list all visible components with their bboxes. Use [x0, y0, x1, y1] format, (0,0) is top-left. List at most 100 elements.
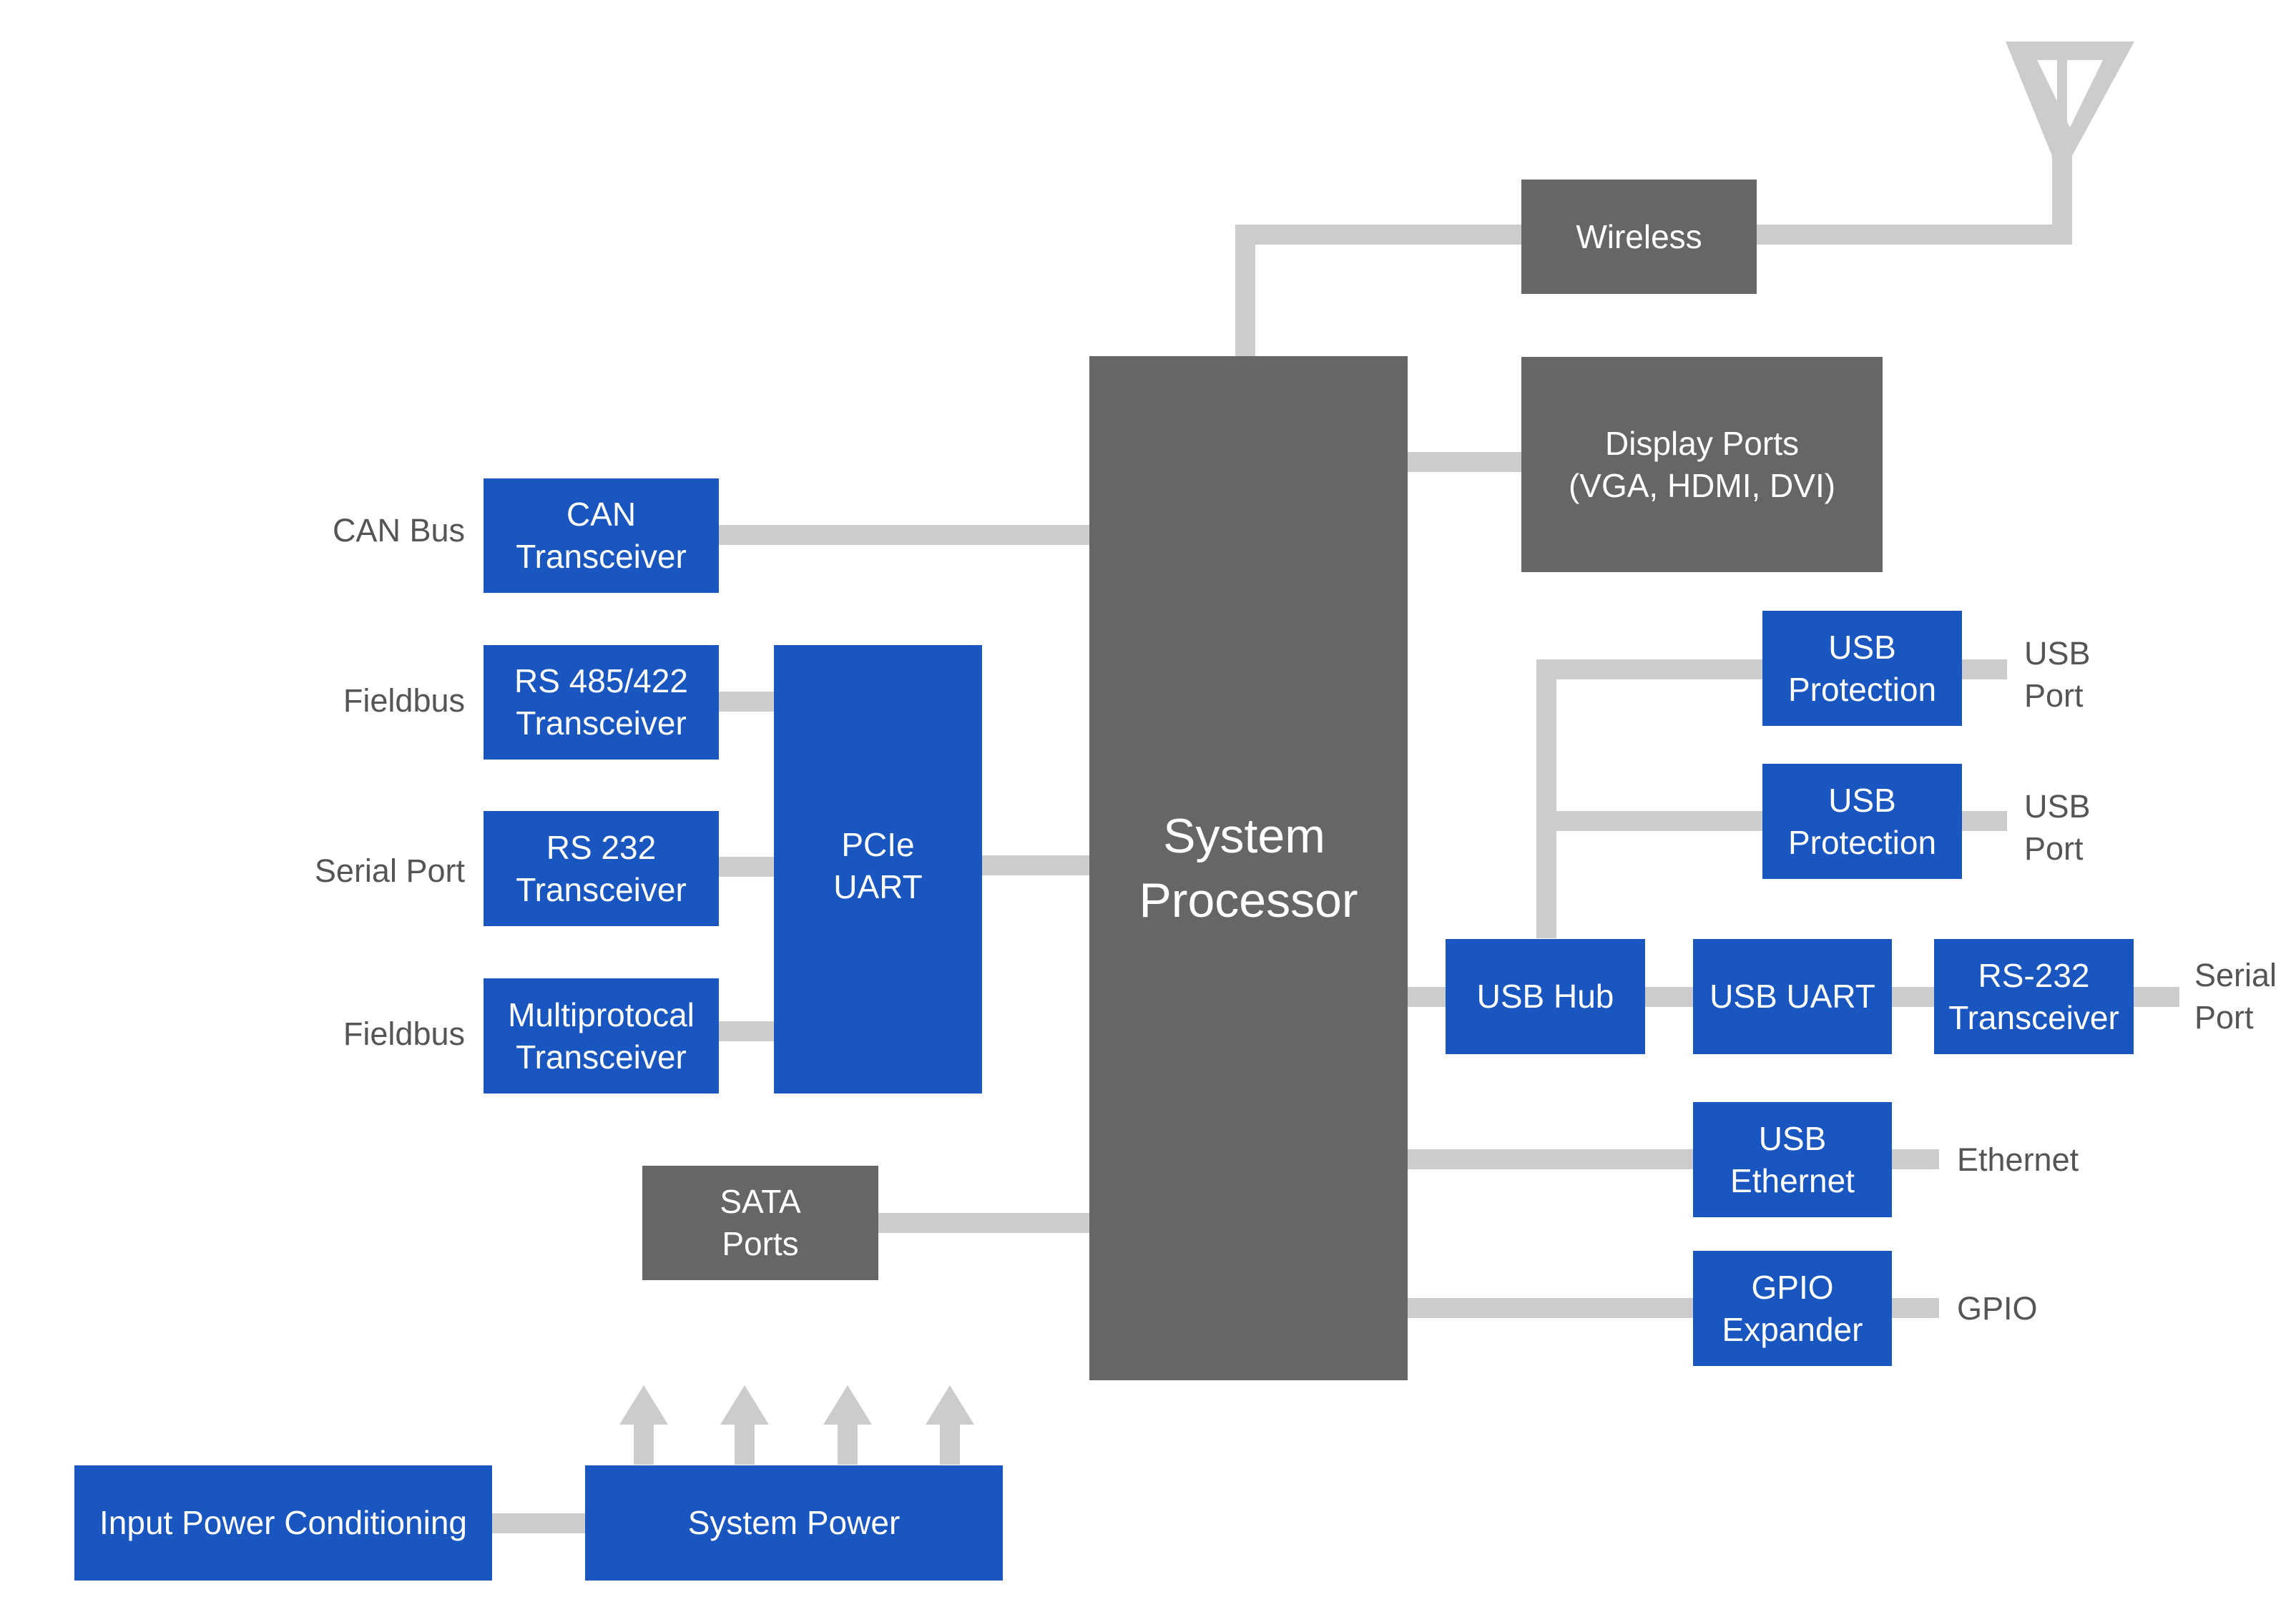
usb-port-2-line2: Port	[2024, 830, 2084, 867]
sata-ports-box: SATA Ports	[642, 1166, 878, 1280]
usb-uart-label: USB UART	[1709, 978, 1875, 1015]
can-line2: Transceiver	[516, 538, 687, 575]
system-power-box: System Power	[585, 1465, 1003, 1581]
connector-antenna-mast	[2052, 150, 2072, 245]
input-power-label: Input Power Conditioning	[99, 1504, 467, 1541]
fieldbus-label-2: Fieldbus	[257, 1013, 465, 1055]
serial-port-right-line1: Serial	[2194, 957, 2277, 993]
connector-usbuart-rs232	[1890, 987, 1934, 1007]
multi-line1: Multiprotocal	[508, 996, 695, 1033]
multi-line2: Transceiver	[516, 1038, 687, 1076]
usb-protection-box-2: USB Protection	[1762, 764, 1962, 879]
connector-usbprot2-usbport	[1960, 811, 2007, 831]
connector-processor-wireless-vertical	[1235, 225, 1255, 356]
connector-gpio-gpioout	[1890, 1298, 1939, 1318]
usb-uart-box: USB UART	[1693, 939, 1892, 1054]
connector-sata-processor	[878, 1213, 1089, 1233]
connector-wireless-antenna-horizontal	[1750, 225, 2072, 245]
rs232-line1: RS 232	[546, 828, 657, 866]
connector-processor-usbhub	[1408, 987, 1446, 1007]
can-transceiver-box: CAN Transceiver	[484, 478, 719, 593]
up-arrow-icon	[619, 1385, 668, 1465]
connector-inputpower-systempower	[492, 1513, 585, 1533]
up-arrow-icon	[926, 1385, 974, 1465]
fieldbus-text-1: Fieldbus	[343, 682, 465, 719]
connector-branch-usbprot1	[1536, 659, 1762, 679]
sata-line1: SATA	[720, 1183, 801, 1220]
multiprotocol-transceiver-box: Multiprotocal Transceiver	[484, 978, 719, 1093]
usb-port-label-2: USB Port	[2024, 785, 2091, 870]
input-power-conditioning-box: Input Power Conditioning	[74, 1465, 492, 1581]
wireless-label: Wireless	[1576, 217, 1702, 255]
pcie-line1: PCIe	[841, 826, 915, 863]
connector-processor-usbeth	[1408, 1149, 1694, 1169]
serial-port-label-left: Serial Port	[257, 850, 465, 892]
up-arrow-icon	[823, 1385, 872, 1465]
display-ports-box: Display Ports (VGA, HDMI, DVI)	[1521, 357, 1883, 572]
can-line1: CAN	[566, 496, 637, 533]
gpio-text: GPIO	[1957, 1290, 2038, 1327]
usb-prot2-line1: USB	[1828, 781, 1896, 819]
fieldbus-text-2: Fieldbus	[343, 1016, 465, 1052]
usb-port-1-line2: Port	[2024, 677, 2084, 714]
connector-usbhub-usbuart	[1639, 987, 1694, 1007]
usb-eth-line1: USB	[1758, 1119, 1827, 1157]
usb-eth-line2: Ethernet	[1730, 1161, 1855, 1199]
connector-rs232-serialport	[2132, 987, 2179, 1007]
usb-port-1-line1: USB	[2024, 635, 2091, 672]
connector-rs232-pcie	[718, 857, 774, 877]
rs232-right-transceiver-box: RS-232 Transceiver	[1934, 939, 2134, 1054]
system-power-label: System Power	[687, 1504, 901, 1541]
usb-hub-label: USB Hub	[1476, 978, 1614, 1015]
can-bus-label: CAN Bus	[257, 509, 465, 551]
connector-rs485-pcie	[718, 692, 774, 712]
usb-port-2-line1: USB	[2024, 788, 2091, 825]
gpio-line1: GPIO	[1751, 1268, 1834, 1306]
rs232-transceiver-box: RS 232 Transceiver	[484, 811, 719, 926]
gpio-label: GPIO	[1957, 1287, 2038, 1330]
display-line2: (VGA, HDMI, DVI)	[1568, 466, 1836, 504]
gpio-line2: Expander	[1722, 1310, 1863, 1348]
gpio-expander-box: GPIO Expander	[1693, 1251, 1892, 1366]
pcie-uart-box: PCIe UART	[774, 645, 982, 1093]
pcie-line2: UART	[833, 868, 923, 905]
usb-protection-box-1: USB Protection	[1762, 611, 1962, 726]
connector-usbhub-branch-vertical	[1536, 659, 1556, 938]
usb-ethernet-box: USB Ethernet	[1693, 1102, 1892, 1217]
processor-line1: System	[1163, 809, 1325, 863]
fieldbus-label-1: Fieldbus	[257, 679, 465, 722]
rs232-right-line2: Transceiver	[1948, 998, 2119, 1036]
rs232-line2: Transceiver	[516, 870, 687, 908]
wireless-box: Wireless	[1521, 180, 1757, 294]
ethernet-text: Ethernet	[1957, 1141, 2079, 1178]
serial-port-text-left: Serial Port	[314, 852, 465, 889]
connector-usbprot1-usbport	[1960, 659, 2007, 679]
usb-hub-box: USB Hub	[1446, 939, 1645, 1054]
system-processor-box: System Processor	[1089, 356, 1408, 1380]
connector-processor-gpio	[1408, 1298, 1694, 1318]
usb-prot1-line2: Protection	[1787, 670, 1937, 708]
connector-multi-pcie	[718, 1021, 774, 1041]
rs485-line2: Transceiver	[516, 704, 687, 742]
connector-processor-wireless-horizontal	[1235, 225, 1521, 245]
serial-port-right-line2: Port	[2194, 999, 2254, 1036]
usb-port-label-1: USB Port	[2024, 632, 2091, 717]
serial-port-label-right: Serial Port	[2194, 954, 2277, 1038]
ethernet-label: Ethernet	[1957, 1139, 2079, 1181]
connector-branch-usbprot2	[1536, 811, 1762, 831]
usb-prot1-line1: USB	[1828, 628, 1896, 666]
connector-can-processor	[718, 525, 1089, 545]
rs232-right-line1: RS-232	[1978, 956, 2090, 994]
rs485-transceiver-box: RS 485/422 Transceiver	[484, 645, 719, 760]
connector-pcie-processor	[981, 855, 1089, 875]
usb-prot2-line2: Protection	[1787, 823, 1937, 861]
display-line1: Display Ports	[1605, 424, 1799, 462]
processor-line2: Processor	[1139, 873, 1358, 928]
rs485-line1: RS 485/422	[514, 662, 688, 699]
sata-line2: Ports	[722, 1225, 799, 1262]
can-bus-text: CAN Bus	[332, 512, 465, 549]
connector-processor-display	[1408, 452, 1522, 472]
